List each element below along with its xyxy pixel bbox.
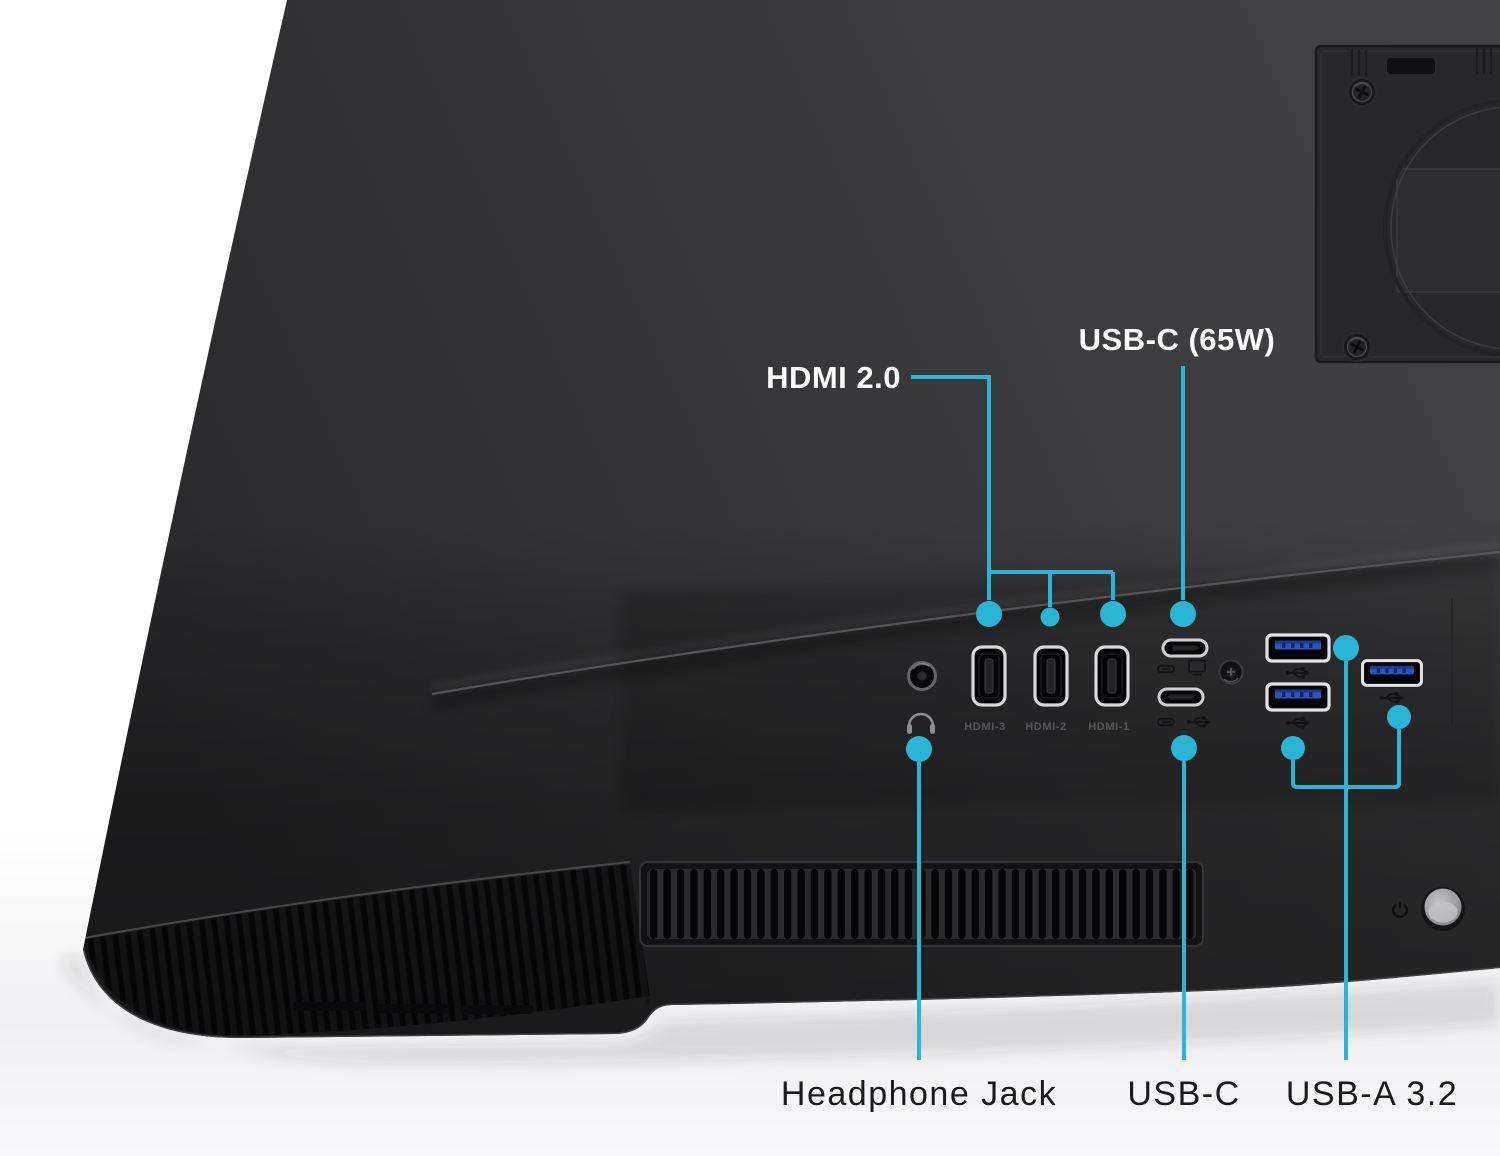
hdmi-port-2	[1033, 645, 1069, 707]
hdmi-callout-label: HDMI 2.0	[766, 360, 901, 395]
usb-a-callout-label: USB-A 3.2	[1285, 1075, 1459, 1113]
callout-dots	[906, 601, 1411, 762]
callout-dot-hdmi-1	[1100, 601, 1126, 627]
hdmi-port-3	[971, 645, 1007, 707]
callout-dot-usb-a-1	[1333, 635, 1359, 661]
hdmi-port-label-2: HDMI-2	[1025, 721, 1067, 733]
usb-c-port-data	[1157, 687, 1205, 707]
vesa-vent-ticks	[1350, 48, 1493, 76]
headphone-jack-port	[907, 661, 937, 691]
callout-lines	[911, 366, 1401, 1060]
vent-grille	[639, 861, 1204, 947]
callout-dot-headphone	[906, 736, 932, 762]
port-cluster: HDMI-3 HDMI-2 HDMI-1	[905, 633, 1423, 736]
back-panel-ridge-line	[431, 550, 1500, 696]
usb-c-port-65w	[1161, 638, 1209, 658]
power-button	[1421, 887, 1465, 931]
vesa-mount-recess	[1314, 44, 1500, 364]
monitor-drop-shadow	[60, 955, 1500, 1065]
callout-dot-usb-c	[1171, 735, 1197, 761]
callout-dot-usb-a-2	[1281, 736, 1305, 760]
usb-a-port-2	[1265, 682, 1331, 712]
screw-icon	[1341, 331, 1373, 363]
callout-dot-hdmi-2	[1040, 607, 1060, 627]
usb-a-callout-line	[1291, 661, 1401, 1060]
hdmi-port-label-1: HDMI-1	[1088, 721, 1130, 733]
corner-crease-line	[83, 861, 631, 939]
callout-dot-usb-c-65w	[1170, 601, 1196, 627]
hdmi-port-1	[1094, 645, 1130, 707]
screw-icon	[1346, 76, 1378, 108]
corner-vent-slots	[292, 1002, 534, 1014]
hdmi-callout-line	[911, 375, 1115, 607]
callout-dot-hdmi-3	[976, 601, 1002, 627]
vesa-slot	[1387, 58, 1435, 74]
usb-c-callout-label: USB-C	[1127, 1075, 1241, 1113]
callout-dot-usb-a-3	[1387, 705, 1411, 729]
vesa-inner-plate	[1396, 168, 1500, 293]
usb-a-port-3	[1361, 659, 1423, 687]
usb-a-port-1	[1265, 633, 1331, 663]
hdmi-port-label-3: HDMI-3	[964, 721, 1006, 733]
headphone-jack-callout-label: Headphone Jack	[780, 1075, 1058, 1113]
chassis-screw	[1218, 659, 1244, 685]
usb-c-65w-callout-label: USB-C (65W)	[1078, 322, 1276, 357]
stand-mount-circle	[1383, 99, 1500, 357]
